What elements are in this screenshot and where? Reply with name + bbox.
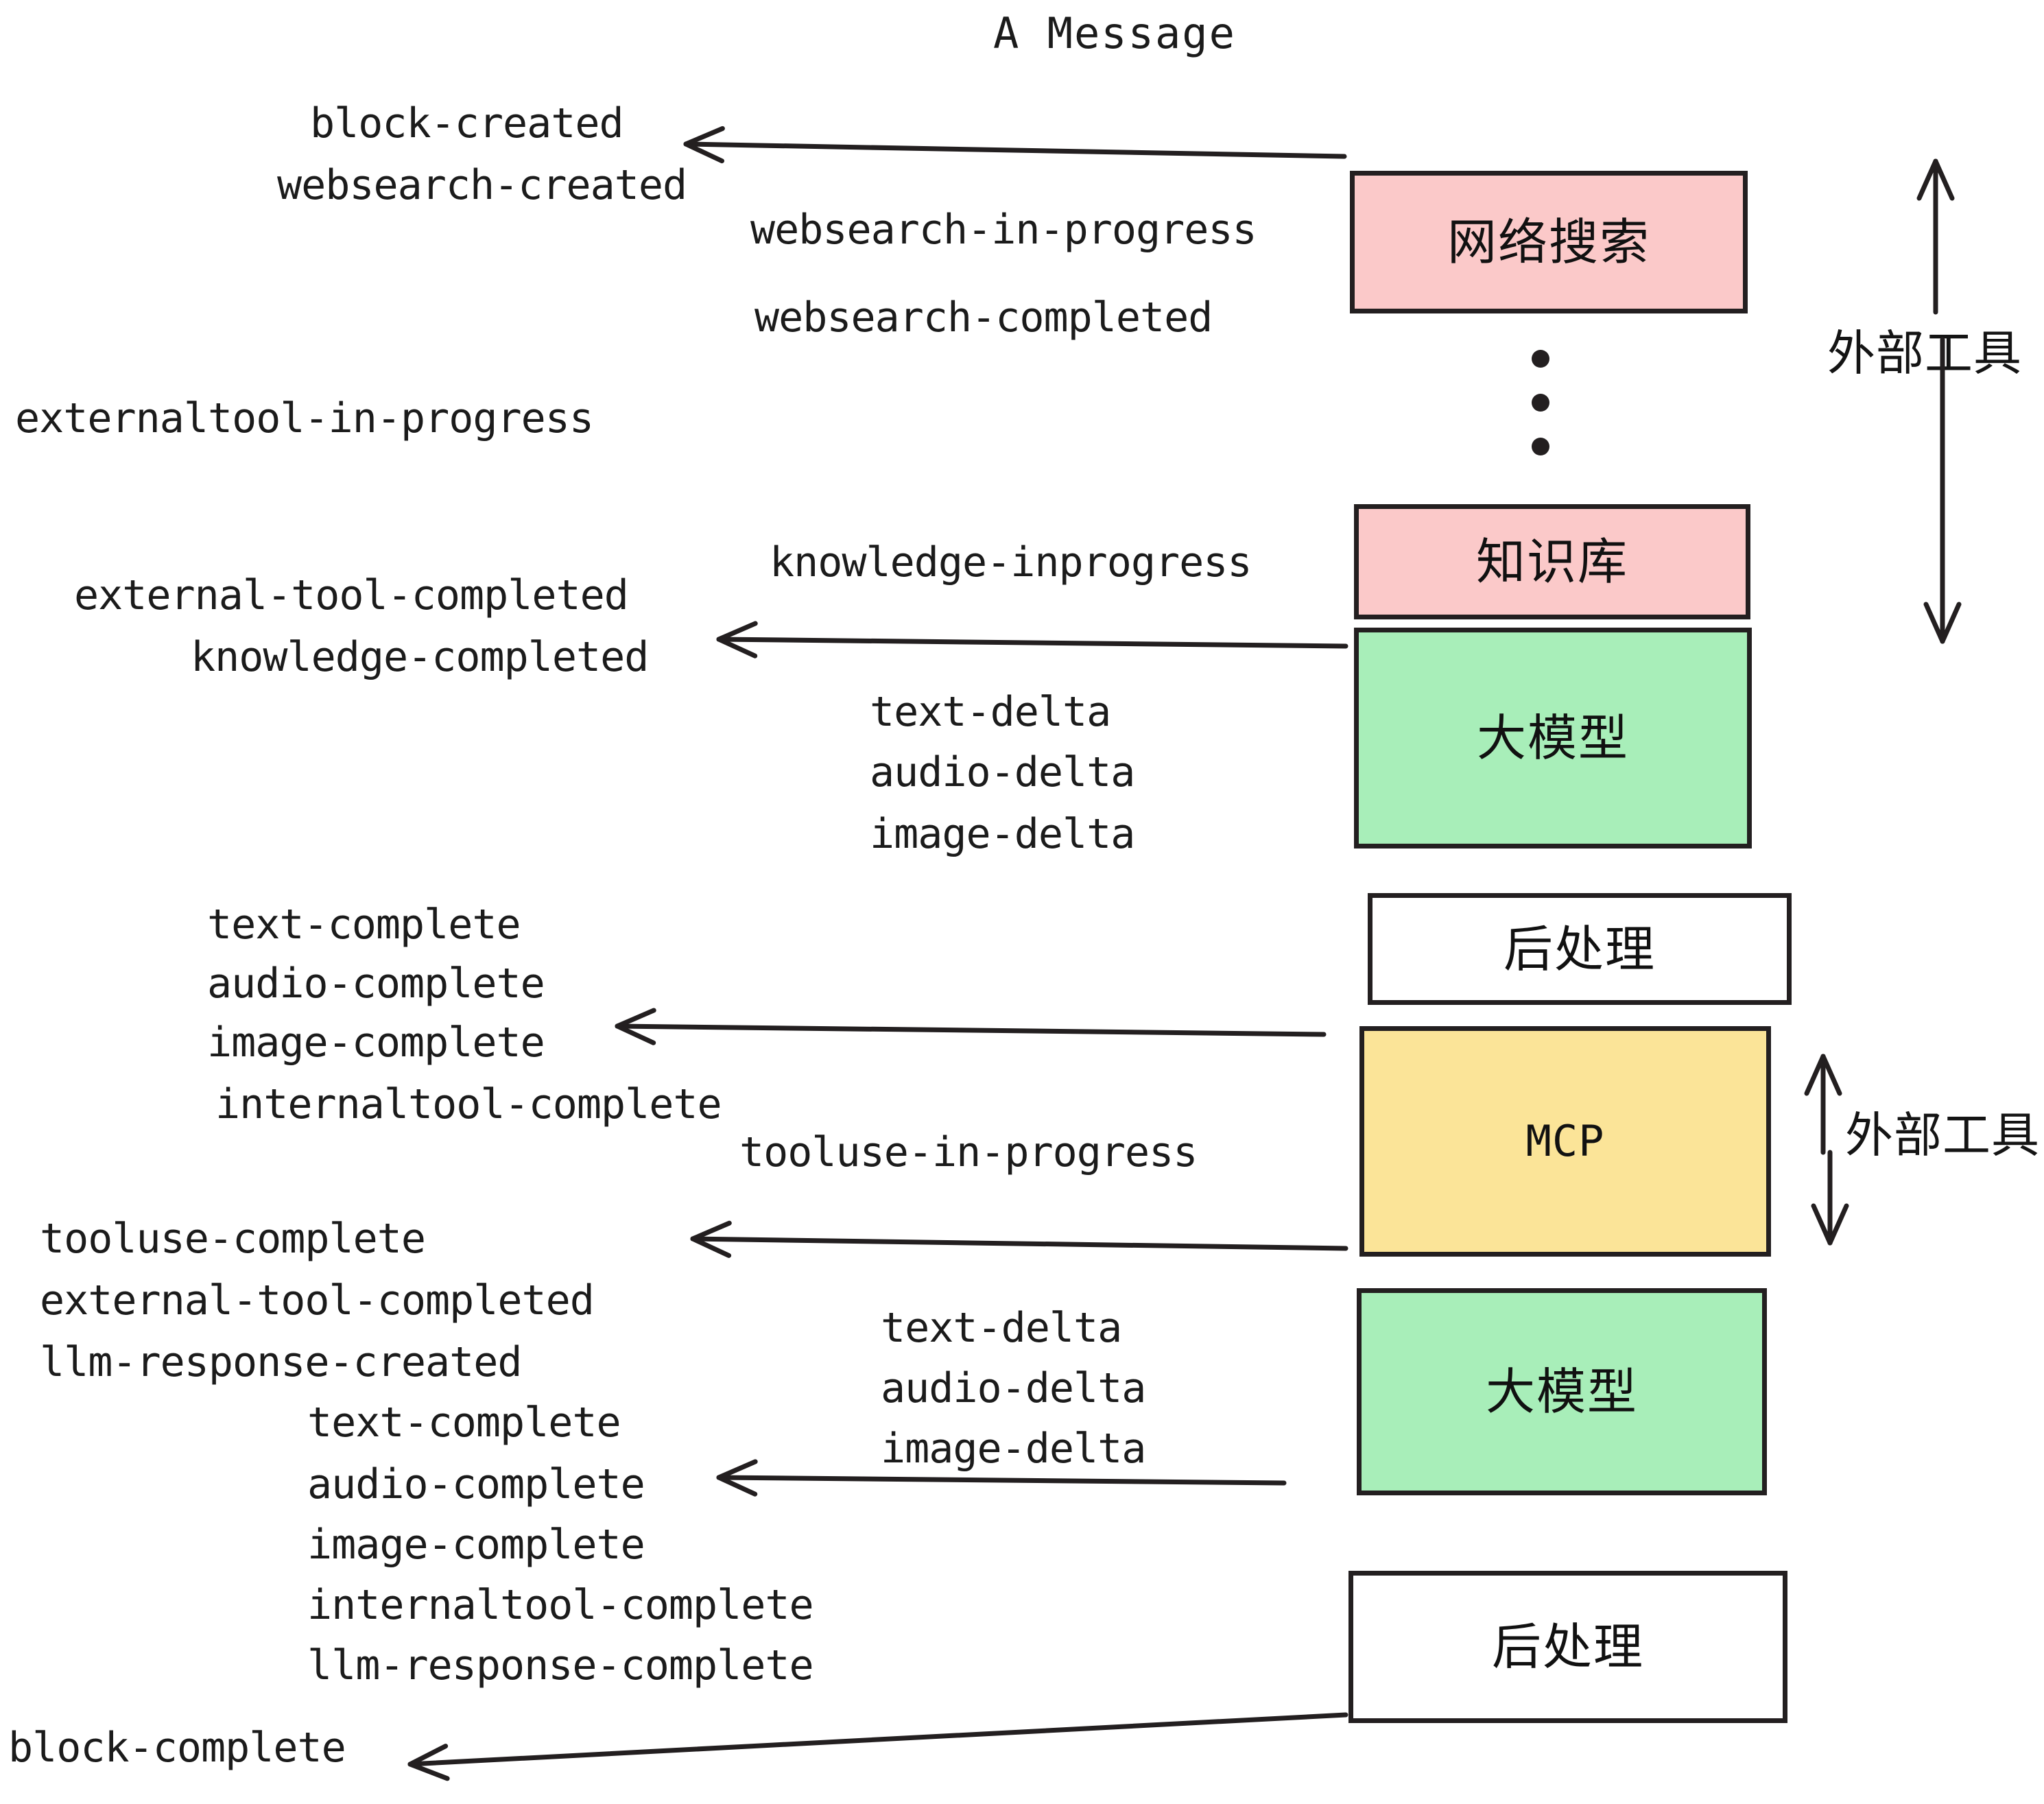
event-label-text-complete-1: text-complete — [207, 901, 521, 949]
event-label-audio-complete-2: audio-complete — [307, 1460, 645, 1508]
node-label-postprocess-2: 后处理 — [1491, 1618, 1644, 1676]
event-label-audio-delta-2: audio-delta — [881, 1364, 1146, 1412]
node-label-mcp: MCP — [1525, 1116, 1605, 1166]
event-label-websearch-completed: websearch-completed — [754, 294, 1213, 342]
arrow-postprocess2-to-left-shaft — [407, 1712, 1348, 1767]
arrow-knowledge-to-left-head-1 — [716, 637, 758, 658]
arrow-mcp-to-left-shaft — [690, 1236, 1348, 1251]
event-label-text-delta-1: text-delta — [870, 688, 1111, 736]
arrow-mcp-to-left-head-1 — [690, 1236, 732, 1258]
external-tools-arrow-down-2-head-1 — [1827, 1203, 1849, 1246]
external-tools-arrow-up-2-head-1 — [1820, 1054, 1842, 1096]
node-label-knowledgebase: 知识库 — [1475, 533, 1628, 591]
event-label-external-tool-completed-1: external-tool-completed — [74, 571, 629, 619]
event-label-knowledge-inprogress: knowledge-inprogress — [770, 538, 1252, 586]
node-llm-2[interactable]: 大模型 — [1357, 1288, 1767, 1495]
event-label-image-delta-1: image-delta — [870, 810, 1135, 858]
page-title: A Message — [993, 8, 1236, 58]
arrow-postprocess-to-left-head-1 — [615, 1023, 656, 1045]
event-label-image-complete-1: image-complete — [207, 1019, 545, 1067]
event-label-image-complete-2: image-complete — [307, 1521, 645, 1569]
event-label-image-delta-2: image-delta — [881, 1425, 1146, 1473]
arrow-postprocess2-to-left-head-0 — [407, 1744, 449, 1767]
event-label-llm-response-complete: llm-response-complete — [307, 1641, 814, 1689]
event-label-audio-delta-1: audio-delta — [870, 748, 1135, 796]
event-label-externaltool-in-progress: externaltool-in-progress — [15, 394, 594, 442]
node-websearch[interactable]: 网络搜索 — [1350, 171, 1748, 313]
external-tools-arrow-up-1-head-1 — [1933, 158, 1955, 201]
arrow-knowledge-to-left-shaft — [716, 637, 1348, 649]
side-label-external-tools-upper: 外部工具 — [1827, 325, 2022, 381]
arrow-websearch-to-block-head-1 — [683, 141, 725, 164]
vertical-ellipsis-icon — [1532, 350, 1549, 455]
ellipsis-dot — [1532, 350, 1549, 368]
node-postprocess-1[interactable]: 后处理 — [1368, 893, 1792, 1005]
arrow-postprocess-to-left-head-0 — [615, 1008, 656, 1029]
external-tools-arrow-down-1-head-1 — [1940, 602, 1962, 644]
ellipsis-dot — [1532, 394, 1549, 412]
side-label-external-tools-lower: 外部工具 — [1845, 1107, 2040, 1163]
event-label-block-complete: block-complete — [8, 1724, 346, 1772]
event-label-websearch-in-progress: websearch-in-progress — [750, 206, 1257, 254]
event-label-block-created: block-created — [310, 99, 624, 147]
arrow-websearch-to-block-shaft — [683, 141, 1347, 159]
node-label-postprocess-1: 后处理 — [1503, 920, 1656, 978]
node-postprocess-2[interactable]: 后处理 — [1348, 1571, 1787, 1723]
event-label-external-tool-completed-2: external-tool-completed — [40, 1277, 595, 1325]
arrow-mcp-to-left-head-0 — [690, 1220, 732, 1242]
external-tools-arrow-down-1-head-0 — [1923, 602, 1945, 644]
event-label-audio-complete-1: audio-complete — [207, 960, 545, 1008]
arrow-postprocess2-to-left-head-1 — [407, 1761, 450, 1781]
node-mcp[interactable]: MCP — [1359, 1026, 1771, 1257]
node-llm-1[interactable]: 大模型 — [1354, 628, 1752, 848]
arrow-llm2-to-left-head-1 — [716, 1475, 758, 1497]
event-label-text-complete-2: text-complete — [307, 1399, 621, 1447]
node-label-websearch: 网络搜索 — [1447, 213, 1650, 271]
event-label-websearch-created: websearch-created — [277, 161, 687, 209]
event-label-tooluse-complete: tooluse-complete — [40, 1215, 426, 1263]
ellipsis-dot — [1532, 438, 1549, 455]
arrow-postprocess-to-left-shaft — [615, 1023, 1327, 1037]
event-label-internaltool-complete-1: internaltool-complete — [215, 1080, 722, 1128]
event-label-tooluse-in-progress: tooluse-in-progress — [739, 1128, 1198, 1176]
event-label-text-delta-2: text-delta — [881, 1304, 1122, 1352]
external-tools-arrow-down-2-head-0 — [1811, 1203, 1833, 1246]
node-label-llm-1: 大模型 — [1476, 709, 1629, 767]
arrow-llm2-to-left-shaft — [716, 1475, 1287, 1486]
event-label-internaltool-complete-2: internaltool-complete — [307, 1581, 814, 1629]
event-label-llm-response-created: llm-response-created — [40, 1338, 522, 1386]
event-label-knowledge-completed: knowledge-completed — [191, 633, 649, 681]
arrow-knowledge-to-left-head-0 — [716, 621, 758, 642]
node-label-llm-2: 大模型 — [1485, 1363, 1638, 1421]
external-tools-arrow-up-1-head-0 — [1916, 158, 1938, 201]
node-knowledgebase[interactable]: 知识库 — [1354, 504, 1750, 619]
arrow-llm2-to-left-head-0 — [716, 1459, 758, 1480]
external-tools-arrow-up-2-head-0 — [1804, 1054, 1826, 1096]
arrow-websearch-to-block-head-0 — [683, 126, 725, 147]
